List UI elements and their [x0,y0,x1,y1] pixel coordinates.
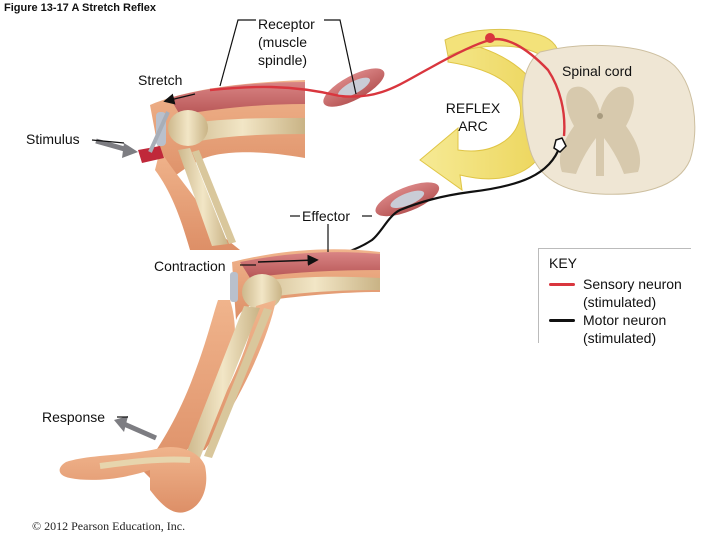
lower-femur-bone [250,276,380,298]
reflex-arc-label: REFLEX ARC [445,100,501,134]
key-item-sensory: Sensory neuron (stimulated) [549,275,699,311]
contraction-arrow [257,254,319,266]
contraction-label: Contraction [154,258,226,274]
response-label: Response [42,409,106,425]
sensory-swatch [549,283,575,286]
spinal-cord [522,44,696,195]
stimulus-arrow [95,138,129,153]
key-item-label: Sensory neuron (stimulated) [583,276,682,310]
gray-matter [559,86,641,176]
upper-femur-bone [180,118,305,142]
upper-patella [168,110,208,146]
stretch-arrow [163,93,196,105]
upper-quadriceps-muscle [170,82,305,115]
foot [59,446,207,513]
reflex-hammer [138,111,170,163]
key-item-label: Motor neuron (stimulated) [583,312,667,346]
motor-neuron-path [324,145,562,260]
sensory-ganglion [485,33,495,43]
upper-tibia-bone [178,148,228,246]
sensory-neuron-path [209,37,566,137]
stretch-label: Stretch [138,72,183,88]
key-title: KEY [549,255,578,271]
figure-title: Figure 13-17 A Stretch Reflex [4,2,157,14]
copyright: © 2012 Pearson Education, Inc. [32,519,186,533]
lower-shin-skin [142,300,236,478]
lower-patella [242,274,282,310]
upper-leg [150,80,305,250]
receptor-spindle [323,68,385,107]
lower-tendon [230,272,238,302]
effector-muscle [375,182,440,217]
lower-tibia-bone [186,306,260,458]
foot-bones [99,456,191,469]
motor-swatch [549,319,575,322]
upper-fibula-bone [192,150,236,244]
spinal-cord-label: Spinal cord [562,63,633,79]
key-item-motor: Motor neuron (stimulated) [549,311,699,347]
motor-cell-body [553,137,567,153]
lower-fibula-bone [204,308,272,458]
effector-label: Effector [302,208,350,224]
key-legend: KEY Sensory neuron (stimulated) Motor ne… [538,248,691,346]
lower-leg [59,249,380,513]
upper-calf-skin [155,150,240,250]
leader-lines [91,19,372,418]
receptor-label: Receptor (muscle spindle) [258,16,315,68]
stimulus-label: Stimulus [26,131,80,147]
response-arrow [122,421,158,441]
